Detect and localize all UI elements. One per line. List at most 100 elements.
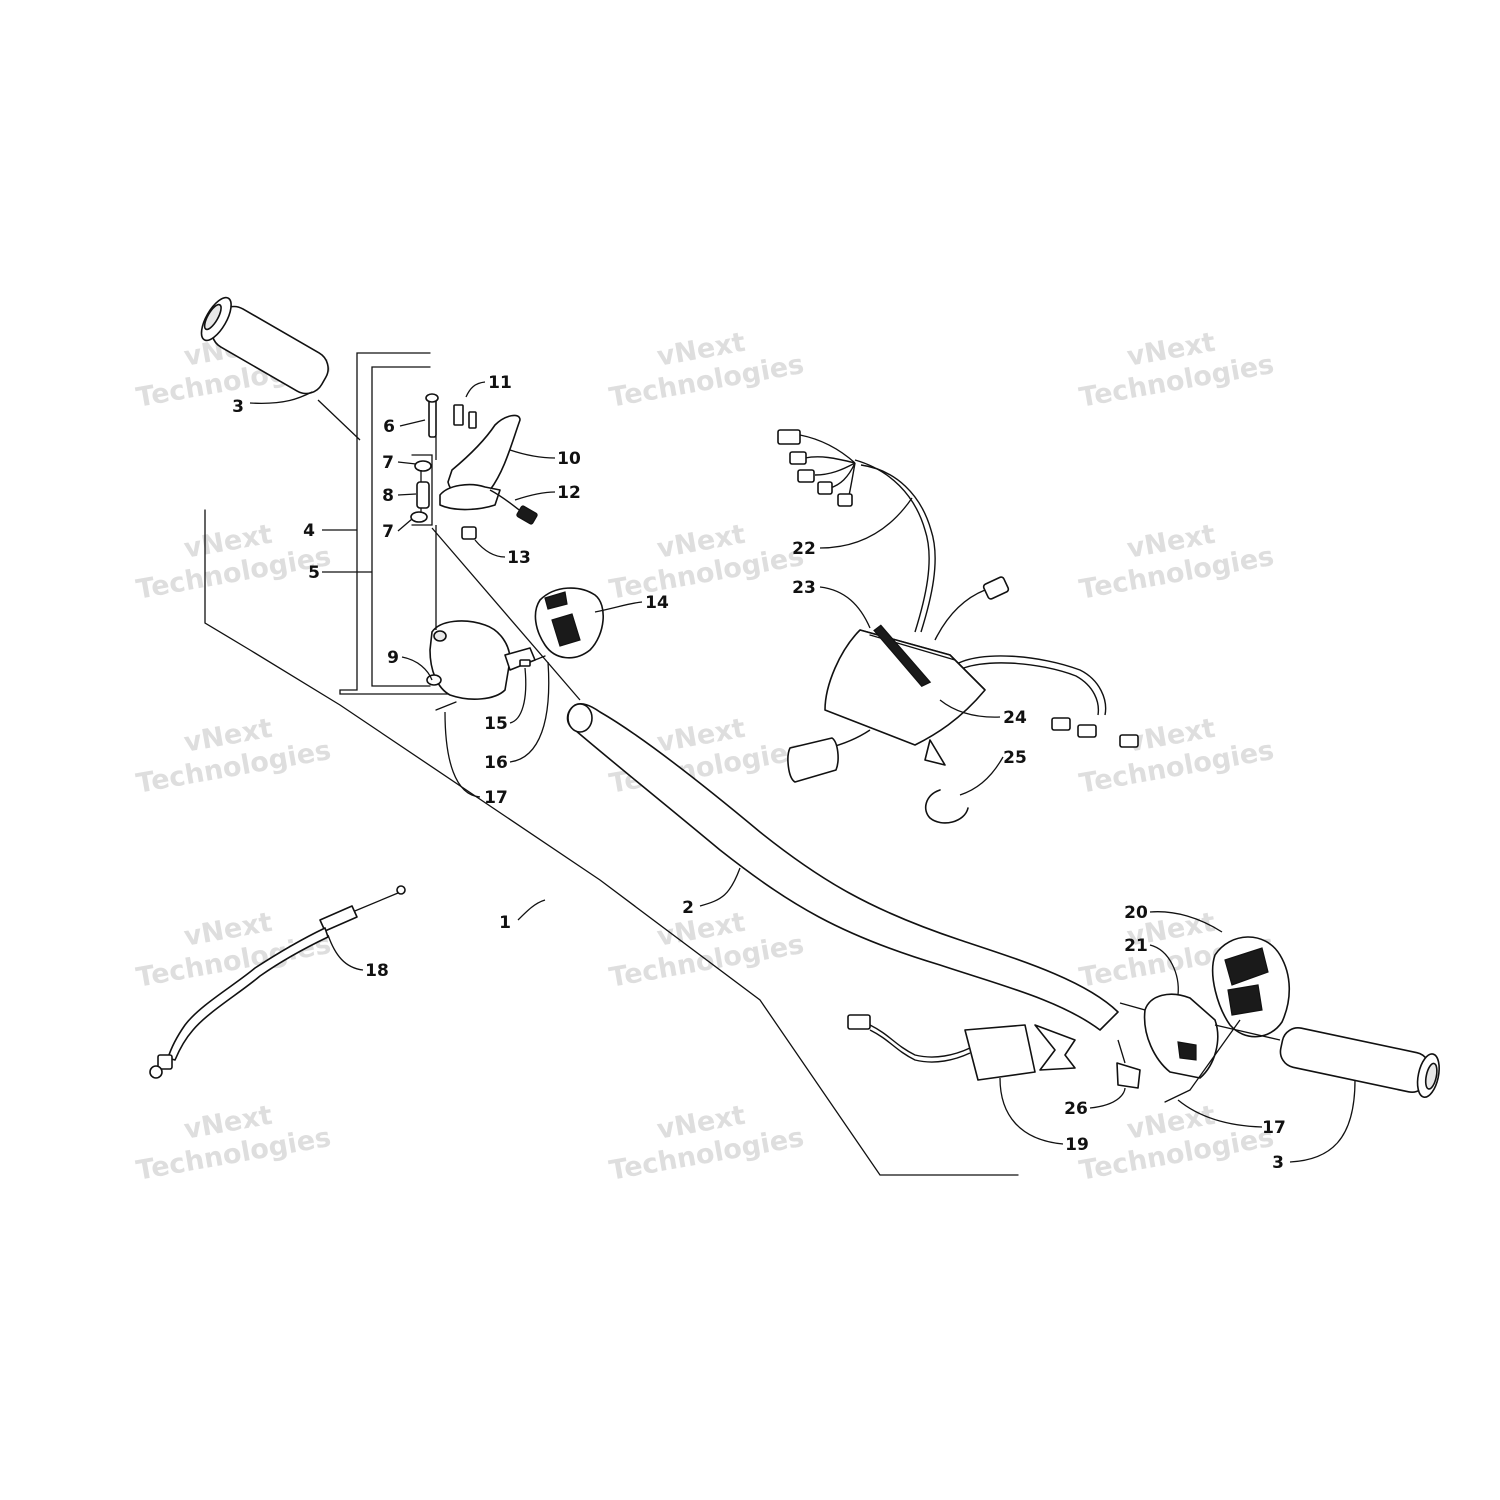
callout-11: 11 [488, 373, 512, 393]
callout-15: 15 [484, 714, 508, 734]
module-23-body [824, 629, 986, 746]
switch-housing-14-knob [544, 591, 568, 610]
left-switch-housing-14 [534, 587, 605, 659]
heater-19-pad [964, 1024, 1036, 1081]
module-23-logo [873, 624, 932, 688]
leader-14 [594, 601, 643, 613]
pin-6-head [425, 393, 439, 403]
module-23-tab [924, 739, 946, 766]
callout-3-left: 3 [232, 397, 244, 417]
watermark: vNext Technologies [1077, 327, 1276, 414]
left-grip [200, 296, 329, 395]
connector-11a [453, 404, 464, 426]
connector-22-1 [777, 429, 801, 445]
leader-hardware-line [431, 527, 581, 701]
leader-18 [327, 934, 364, 971]
right-switch-housing-20-detail [1224, 947, 1269, 986]
clamp-25 [924, 789, 969, 824]
callout-18: 18 [365, 961, 389, 981]
callout-5: 5 [308, 563, 320, 583]
leader-9 [401, 656, 433, 681]
watermark: vNext Technologies [1077, 713, 1276, 800]
harness-side-lead [934, 589, 986, 641]
leader-3-right [1289, 1079, 1356, 1163]
leader-26 [1089, 1087, 1126, 1109]
callout-7-top: 7 [382, 453, 394, 473]
harness-right-lead [954, 655, 1107, 716]
connector-right-2 [1077, 724, 1097, 738]
throttle-cable-18 [149, 885, 406, 1079]
right-control-group [1143, 936, 1440, 1103]
callout-24: 24 [1003, 708, 1027, 728]
callout-7-bottom: 7 [382, 522, 394, 542]
left-housing [426, 620, 546, 711]
harness-22-main-2 [860, 464, 936, 633]
leader-3-left-tail [317, 399, 361, 441]
bushing-8 [416, 481, 430, 509]
watermark: vNext Technologies [134, 713, 333, 800]
connector-19 [847, 1014, 871, 1030]
leader-8 [397, 493, 417, 496]
right-housing-21-slot [1177, 1041, 1197, 1061]
callout-10: 10 [557, 449, 581, 469]
heater-element-19 [847, 1014, 1141, 1089]
leader-17-left [444, 711, 481, 798]
lever-mount [439, 483, 501, 511]
callout-17-right: 17 [1262, 1118, 1286, 1138]
bracket-pivot-stack [411, 454, 433, 526]
leader-11 [465, 381, 486, 398]
leader-7a [397, 461, 417, 465]
handlebar-tube [566, 703, 1119, 1031]
housing-9-boss [433, 630, 447, 642]
screw-17-right [1164, 1089, 1191, 1103]
right-grip [1279, 1027, 1440, 1099]
harness-22-lead-2 [804, 456, 856, 464]
leader-6 [399, 419, 426, 427]
connector-22-4 [817, 481, 833, 495]
watermark: vNext Technologies [607, 907, 806, 994]
heater-19-lead-2 [869, 1029, 971, 1063]
connector-side [982, 576, 1010, 600]
leader-21-axis [1119, 1002, 1281, 1041]
connector-22-2 [789, 451, 807, 465]
cable-housing [167, 927, 329, 1061]
leader-10 [509, 449, 556, 459]
leader-17-right-axis [1189, 1019, 1241, 1091]
cable-end-ball [396, 885, 406, 895]
screw-9 [426, 674, 442, 686]
leader-25 [959, 756, 1004, 796]
left-grip-end [203, 303, 222, 331]
leader-2 [699, 867, 741, 907]
watermark: vNext Technologies [134, 1100, 333, 1187]
leader-13 [474, 539, 506, 558]
connector-22-3 [797, 469, 815, 483]
cable-end-fitting [157, 1054, 173, 1070]
callout-13: 13 [507, 548, 531, 568]
connector-lower-housing [787, 737, 839, 783]
connector-right-1 [1051, 717, 1071, 731]
leader-16 [509, 661, 550, 763]
harness-right-lead-2 [954, 662, 1100, 716]
heater-19-clip [1034, 1024, 1076, 1071]
washer-7-bottom [410, 511, 428, 523]
bracket-handlebar-1 [204, 509, 1019, 1176]
callout-25: 25 [1003, 748, 1027, 768]
callout-23: 23 [792, 578, 816, 598]
heater-19-lead [869, 1024, 971, 1058]
handlebar-end-cap [567, 703, 593, 733]
washer-7-top [414, 460, 432, 472]
callout-1: 1 [499, 913, 511, 933]
harness-22-main [854, 459, 930, 633]
leader-22 [819, 497, 913, 549]
leader-20 [1149, 911, 1223, 933]
leader-23 [819, 586, 871, 629]
callout-21: 21 [1124, 936, 1148, 956]
connector-11b [468, 411, 477, 429]
callout-2: 2 [682, 898, 694, 918]
leader-17-right [1177, 1099, 1263, 1128]
watermark: vNext Technologies [607, 519, 806, 606]
block-13 [461, 526, 477, 540]
leader-1 [517, 899, 546, 921]
leader-12 [514, 491, 556, 501]
